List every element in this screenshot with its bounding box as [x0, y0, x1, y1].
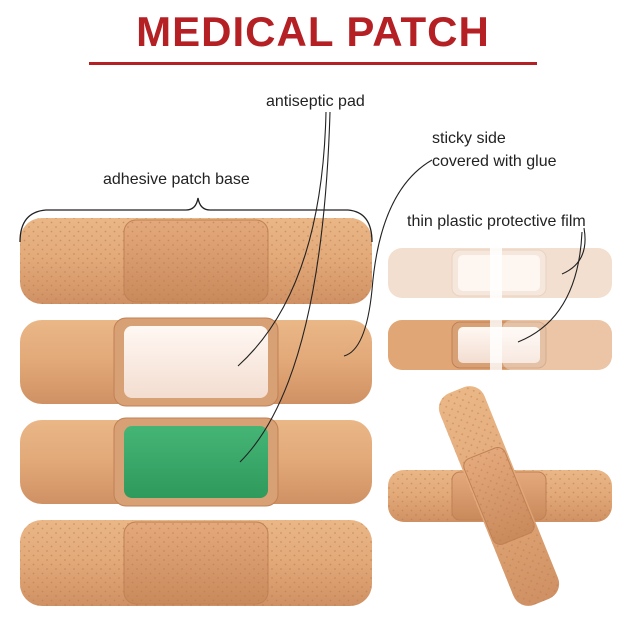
- label-sticky-side-line2: covered with glue: [432, 153, 557, 170]
- title-underline: [89, 62, 537, 65]
- label-adhesive-base: adhesive patch base: [103, 171, 250, 188]
- label-sticky-side: sticky side: [432, 130, 506, 147]
- label-antiseptic-pad: antiseptic pad: [266, 93, 365, 110]
- patch-crossed: [388, 386, 612, 606]
- leader-lines: [237, 111, 586, 463]
- patch-adhesive-base: [20, 218, 372, 304]
- patch-white-pad: [20, 317, 372, 407]
- patch-green-pad: [20, 417, 372, 507]
- patch-film: [388, 316, 612, 374]
- patch-film-faded: [388, 246, 612, 300]
- label-protective-film: thin plastic protective film: [407, 213, 586, 230]
- bracket-adhesive-base: [19, 197, 373, 243]
- patch-perforated: [20, 520, 372, 606]
- page-title: MEDICAL PATCH: [136, 8, 490, 55]
